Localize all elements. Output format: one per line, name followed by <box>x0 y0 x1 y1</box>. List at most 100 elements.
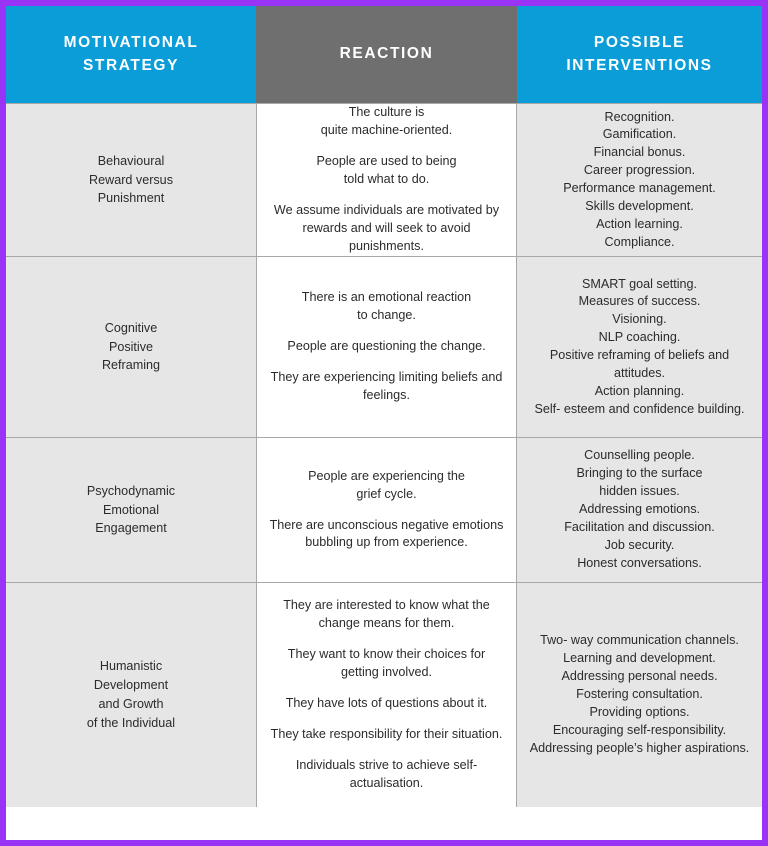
interventions-text: Two- way communication channels.Learning… <box>525 632 754 757</box>
header-line: POSSIBLE <box>593 34 686 52</box>
text-line: SMART goal setting. <box>581 276 698 291</box>
text-line: feelings. <box>363 388 410 403</box>
text-line: Action learning. <box>596 216 683 231</box>
reaction-paragraph: We assume individuals are motivated by re… <box>265 202 508 256</box>
header-line: STRATEGY <box>82 56 180 74</box>
text-line: Bringing to the surface <box>576 466 703 481</box>
text-line: told what to do. <box>343 172 430 187</box>
interventions-text: Counselling people. Bringing to the surfa… <box>525 447 754 572</box>
text-line: hidden issues. <box>599 484 680 499</box>
text-line: Positive <box>108 339 154 354</box>
text-line: Addressing personal needs. <box>561 669 718 684</box>
reaction-text: There is an emotional reaction to change.… <box>265 289 508 405</box>
text-line: Honest conversations. <box>577 555 702 570</box>
text-line: They want to know their choices for <box>287 647 486 662</box>
text-line: Career progression. <box>583 163 696 178</box>
text-line: and Growth <box>98 697 164 711</box>
reaction-paragraph: People are used to being told what to do. <box>265 153 508 189</box>
text-line: actualisation. <box>349 776 424 791</box>
text-line: Psychodynamic <box>86 483 176 498</box>
reaction-paragraph: They are experiencing limiting beliefs a… <box>265 369 508 405</box>
text-line: Facilitation and discussion. <box>564 519 715 534</box>
text-line: Individuals strive to achieve self- <box>295 758 478 773</box>
cell-interventions: SMART goal setting. Measures of success. V… <box>517 256 762 437</box>
text-line: Addressing emotions. <box>578 502 701 517</box>
reaction-text: People are experiencing the grief cycle. T… <box>265 468 508 553</box>
cell-reaction: They are interested to know what the chan… <box>256 582 517 807</box>
column-header-reaction: REACTION <box>256 6 517 103</box>
text-line: They are experiencing limiting beliefs a… <box>270 370 503 385</box>
text-line: They take responsibility for their situa… <box>270 727 503 742</box>
reaction-paragraph: Individuals strive to achieve self-actua… <box>265 757 508 793</box>
reaction-paragraph: People are experiencing the grief cycle. <box>265 468 508 504</box>
text-line: Engagement <box>95 521 167 536</box>
text-line: Positive reframing of beliefs and <box>549 348 730 362</box>
reaction-paragraph: They are interested to know what the chan… <box>265 597 508 633</box>
column-header-interventions: POSSIBLE INTERVENTIONS <box>517 6 762 103</box>
interventions-text: Recognition.Gamification.Financial bonus… <box>525 109 754 252</box>
text-line: Encouraging self-responsibility. <box>552 722 727 737</box>
text-line: Reframing <box>101 358 161 373</box>
text-line: NLP coaching. <box>598 330 681 345</box>
text-line: Counselling people. <box>584 448 695 463</box>
text-line: to change. <box>357 307 416 322</box>
text-line: of the Individual <box>86 715 176 730</box>
reaction-paragraph: They want to know their choices for getti… <box>265 646 508 682</box>
text-line: Gamification. <box>602 127 677 142</box>
text-line: Measures of success. <box>578 294 701 309</box>
text-line: We assume individuals are motivated by <box>273 203 500 218</box>
text-line: People are used to being <box>316 154 457 169</box>
text-line: rewards and will seek to avoid punishmen… <box>302 221 471 253</box>
cell-reaction: There is an emotional reaction to change.… <box>256 256 517 437</box>
text-line: Self- esteem and confidence building. <box>534 401 745 416</box>
text-line: Reward versus <box>89 172 173 187</box>
text-line: Development <box>93 678 169 693</box>
text-line: Humanistic <box>99 659 163 674</box>
text-line: They are interested to know what the <box>283 598 490 613</box>
text-line: Skills development. <box>585 198 694 213</box>
text-line: Cognitive <box>104 320 158 335</box>
reaction-paragraph: They have lots of questions about it. <box>265 695 508 713</box>
column-header-label: MOTIVATIONAL STRATEGY <box>64 32 199 77</box>
text-line: People are questioning the change. <box>287 339 486 354</box>
header-line: MOTIVATIONAL <box>63 34 199 52</box>
text-line: Visioning. <box>612 312 667 327</box>
cell-interventions: Two- way communication channels.Learning… <box>517 582 762 807</box>
text-line: grief cycle. <box>356 486 417 501</box>
column-header-strategy: MOTIVATIONAL STRATEGY <box>6 6 256 103</box>
reaction-paragraph: People are questioning the change. <box>265 338 508 356</box>
text-line: attitudes. <box>613 365 666 380</box>
text-line: There is an emotional reaction <box>301 290 472 305</box>
header-line: INTERVENTIONS <box>566 56 713 74</box>
column-header-label: REACTION <box>340 43 434 65</box>
text-line: Compliance. <box>604 234 675 249</box>
header-line: REACTION <box>339 45 434 63</box>
cell-interventions: Counselling people. Bringing to the surfa… <box>517 437 762 582</box>
text-line: Action planning. <box>594 383 685 398</box>
reaction-paragraph: There is an emotional reaction to change. <box>265 289 508 325</box>
text-line: There are unconscious negative emotions <box>269 517 504 532</box>
column-header-label: POSSIBLE INTERVENTIONS <box>566 32 712 77</box>
text-line: Recognition. <box>604 109 675 124</box>
text-line: Providing options. <box>589 704 690 719</box>
cell-reaction: People are experiencing the grief cycle. T… <box>256 437 517 582</box>
text-line: People are experiencing the <box>308 468 465 483</box>
text-line: quite machine-oriented. <box>320 123 453 138</box>
text-line: change means for them. <box>318 615 455 630</box>
text-line: getting involved. <box>340 664 433 679</box>
comparison-table: MOTIVATIONAL STRATEGY REACTION POSSIBLE INTE… <box>6 6 762 840</box>
text-line: Fostering consultation. <box>576 687 703 702</box>
cell-interventions: Recognition.Gamification.Financial bonus… <box>517 103 762 256</box>
